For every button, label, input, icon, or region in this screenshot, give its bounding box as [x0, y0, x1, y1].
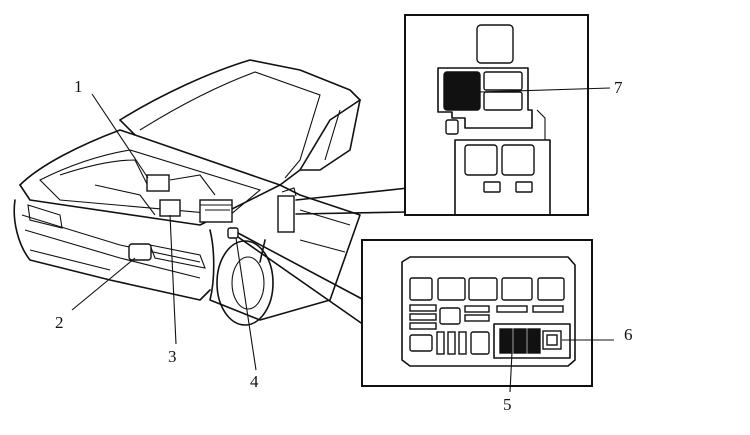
inset-top [404, 14, 589, 216]
relay-5c [527, 328, 541, 354]
leader-5 [509, 351, 513, 393]
relay-5a [499, 328, 513, 354]
callout-3: 3 [168, 347, 177, 366]
callout-4: 4 [250, 372, 259, 391]
component-4 [227, 227, 239, 239]
relay-5b [513, 328, 527, 354]
callout-5: 5 [503, 395, 512, 414]
callout-1: 1 [74, 77, 83, 96]
component-1 [146, 174, 170, 192]
leader-3 [169, 214, 177, 345]
callout-7: 7 [614, 78, 623, 97]
leader-7 [479, 87, 611, 93]
leader-1 [91, 93, 149, 179]
component-2 [128, 243, 152, 261]
relay-block [199, 199, 233, 223]
component-3 [159, 199, 181, 217]
relay-7 [443, 71, 481, 111]
inset-leader-lines [237, 187, 409, 326]
cowl-junction-block [277, 195, 295, 233]
callout-leaders [71, 87, 614, 393]
callout-6: 6 [624, 325, 633, 344]
inset-bottom [361, 239, 593, 387]
leader-4 [235, 237, 257, 371]
car-illustration [13, 59, 361, 326]
callout-2: 2 [55, 313, 64, 332]
leader-2 [71, 257, 136, 311]
